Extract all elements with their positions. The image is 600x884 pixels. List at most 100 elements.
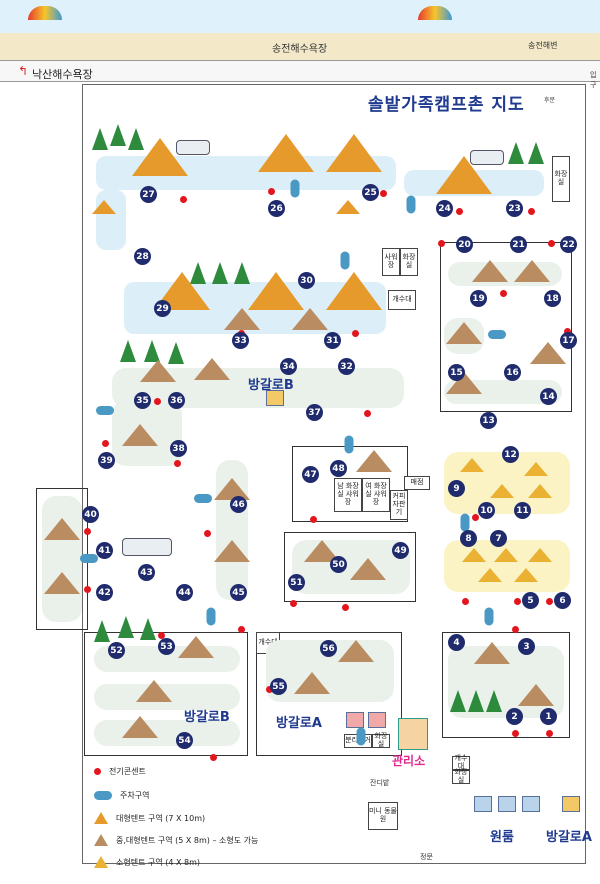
site-marker[interactable]: 26: [268, 200, 285, 217]
site-marker[interactable]: 16: [504, 364, 521, 381]
site-marker[interactable]: 49: [392, 542, 409, 559]
parking-car-icon: [290, 179, 300, 198]
parking-car-icon: [488, 330, 506, 339]
right-area-boundary: [440, 242, 572, 412]
room-label: 원룸: [490, 830, 514, 845]
site-marker[interactable]: 8: [460, 530, 477, 547]
site-marker[interactable]: 46: [230, 496, 247, 513]
site-marker[interactable]: 55: [270, 678, 287, 695]
parking-car-icon: [194, 494, 212, 503]
outlet-dot: [512, 730, 519, 737]
site-marker[interactable]: 47: [302, 466, 319, 483]
legend-label: 주차구역: [120, 791, 150, 800]
site-marker[interactable]: 18: [544, 290, 561, 307]
outlet-dot: [102, 440, 109, 447]
parking-car-icon: [406, 195, 416, 214]
outlet-dot: [84, 528, 91, 535]
tree-icon: [118, 616, 134, 638]
site-marker[interactable]: 35: [134, 392, 151, 409]
site-marker[interactable]: 19: [470, 290, 487, 307]
tree-icon: [234, 262, 250, 284]
medium-tent-icon: [350, 558, 386, 580]
outlet-dot: [268, 188, 275, 195]
site-marker[interactable]: 53: [158, 638, 175, 655]
site-marker[interactable]: 21: [510, 236, 527, 253]
site-marker[interactable]: 20: [456, 236, 473, 253]
tree-icon: [508, 142, 524, 164]
site-marker[interactable]: 22: [560, 236, 577, 253]
site-marker[interactable]: 52: [108, 642, 125, 659]
playground-box: 미니 동물원: [368, 802, 398, 830]
site-marker[interactable]: 11: [514, 502, 531, 519]
site-marker[interactable]: 24: [436, 200, 453, 217]
site-marker[interactable]: 43: [138, 564, 155, 581]
site-marker[interactable]: 15: [448, 364, 465, 381]
tree-icon: [120, 340, 136, 362]
facility-label: 화장실: [374, 732, 388, 748]
site-marker[interactable]: 50: [330, 556, 347, 573]
site-marker[interactable]: 40: [82, 506, 99, 523]
facility-label: 화장실: [554, 170, 568, 186]
site-marker[interactable]: 31: [324, 332, 341, 349]
left-camping-zone: [96, 190, 126, 250]
site-marker[interactable]: 29: [154, 300, 171, 317]
room-icon: [498, 796, 516, 812]
site-marker[interactable]: 51: [288, 574, 305, 591]
medium-tent-legend-icon: [94, 834, 108, 846]
site-marker[interactable]: 27: [140, 186, 157, 203]
facility-box: 사워장: [382, 248, 400, 276]
site-marker[interactable]: 28: [134, 248, 151, 265]
site-marker[interactable]: 12: [502, 446, 519, 463]
water-station-box: 개수대: [388, 290, 416, 310]
site-marker[interactable]: 1: [540, 708, 557, 725]
site-marker[interactable]: 4: [448, 634, 465, 651]
facility-label: 개수대: [454, 754, 468, 770]
site-marker[interactable]: 10: [478, 502, 495, 519]
medium-tent-icon: [214, 478, 250, 500]
site-marker[interactable]: 33: [232, 332, 249, 349]
site-marker[interactable]: 14: [540, 388, 557, 405]
tree-icon: [212, 262, 228, 284]
site-marker[interactable]: 2: [506, 708, 523, 725]
site-marker[interactable]: 6: [554, 592, 571, 609]
site-marker[interactable]: 9: [448, 480, 465, 497]
legend-label: 대형텐트 구역 (7 X 10m): [116, 813, 206, 823]
site-marker[interactable]: 54: [176, 732, 193, 749]
site-marker[interactable]: 48: [330, 460, 347, 477]
site-marker[interactable]: 34: [280, 358, 297, 375]
outlet-dot: [266, 686, 273, 693]
bungalow-icon: [368, 712, 386, 728]
outlet-dot: [238, 626, 245, 633]
bungalow-icon: [562, 796, 580, 812]
site-marker[interactable]: 39: [98, 452, 115, 469]
facility-label: 사워장: [384, 253, 398, 269]
site-marker[interactable]: 3: [518, 638, 535, 655]
medium-tent-icon: [472, 260, 508, 282]
toilet-box: 화장실: [372, 732, 390, 748]
site-marker[interactable]: 7: [490, 530, 507, 547]
site-marker[interactable]: 25: [362, 184, 379, 201]
site-marker[interactable]: 41: [96, 542, 113, 559]
bungalow-icon: [266, 390, 284, 406]
legend-outlet: 전기콘센트: [94, 766, 146, 777]
site-marker[interactable]: 13: [480, 412, 497, 429]
site-marker[interactable]: 38: [170, 440, 187, 457]
tree-icon: [144, 340, 160, 362]
outlet-dot: [548, 240, 555, 247]
site-marker[interactable]: 45: [230, 584, 247, 601]
site-marker[interactable]: 56: [320, 640, 337, 657]
women-restroom-box: 여 화장실 샤워장: [362, 478, 390, 512]
site-marker[interactable]: 44: [176, 584, 193, 601]
small-tent-icon: [92, 200, 116, 214]
site-marker[interactable]: 30: [298, 272, 315, 289]
site-marker[interactable]: 36: [168, 392, 185, 409]
site-marker[interactable]: 42: [96, 584, 113, 601]
site-marker[interactable]: 23: [506, 200, 523, 217]
site-marker[interactable]: 17: [560, 332, 577, 349]
small-tent-icon: [528, 484, 552, 498]
tree-icon: [94, 620, 110, 642]
site-marker[interactable]: 37: [306, 404, 323, 421]
site-marker[interactable]: 32: [338, 358, 355, 375]
site-marker[interactable]: 5: [522, 592, 539, 609]
campground-boundary: [82, 84, 586, 864]
